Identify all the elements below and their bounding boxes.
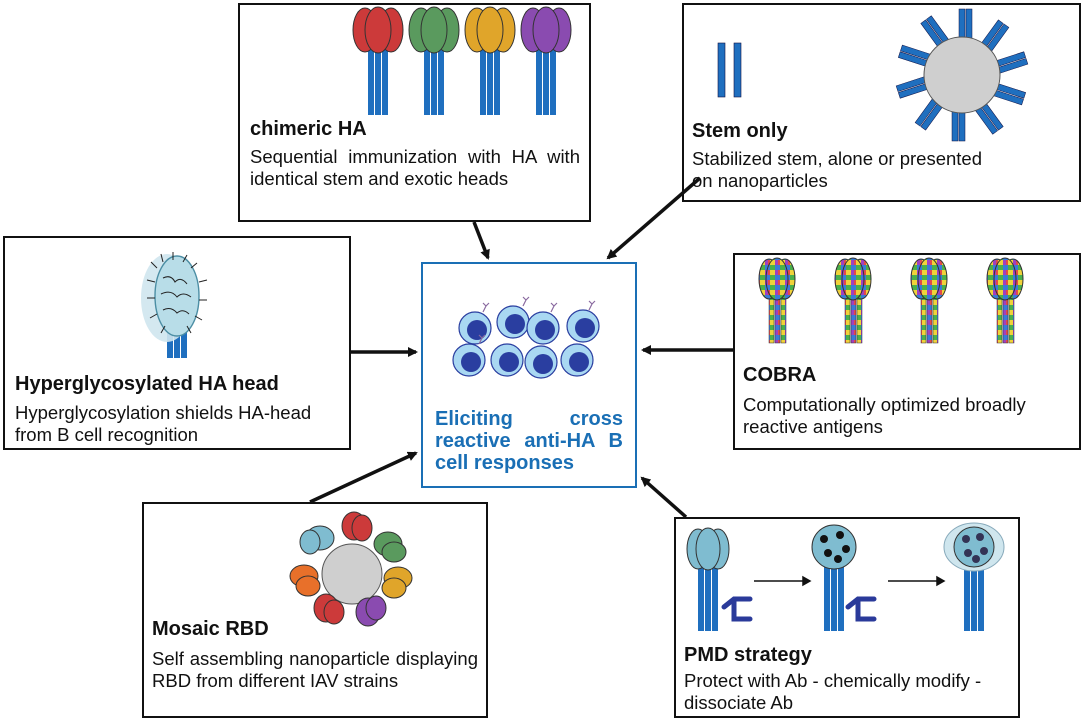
arrow-2-icon [888,575,946,587]
arrow-1-icon [754,575,812,587]
stem-only-panel: Stem only Stabilized stem, alone or pres… [682,3,1081,202]
rbd-red-2-icon [313,593,345,625]
cobra-antigen-2-icon [834,257,872,344]
chimeric-ha-title: chimeric HA [250,118,367,140]
ha-trimer-teal-icon [686,527,730,631]
center-goal-panel: Eliciting cross reactive anti-HA B cell … [421,262,637,488]
cobra-antigen-3-icon [910,257,948,344]
nanoparticle-icon [895,8,1029,142]
rbd-green-icon [373,531,407,563]
mosaic-rbd-title: Mosaic RBD [152,618,269,640]
pmd-strategy-description: Protect with Ab - chemically modify - di… [684,670,982,713]
mosaic-nanoparticle-icon [289,511,413,627]
hyperglycosylated-title: Hyperglycosylated HA head [15,373,279,395]
cobra-title: COBRA [743,364,817,386]
chimeric-ha-description: Sequential immunization with HA with ide… [250,146,580,189]
modified-ha-icon [811,524,857,631]
mosaic-rbd-panel: Mosaic RBD Self assembling nanoparticle … [142,502,488,718]
antibody-2-icon [845,596,877,622]
chimeric-ha-trimers-icon [352,6,572,115]
cobra-antigen-1-icon [758,257,796,344]
hyperglycosylated-description: Hyperglycosylation shields HA-head from … [15,402,312,445]
stem-only-icon [717,8,1029,142]
b-cells-icon [452,296,600,379]
pmd-process-icon [686,522,1005,631]
stem-only-description: Stabilized stem, alone or presented on n… [692,148,983,191]
glycan-shield-icon [141,252,208,358]
antibody-icon [721,596,753,622]
final-ha-icon [943,522,1005,631]
center-goal-text: Eliciting cross reactive anti-HA B cell … [435,408,623,474]
stem-only-title: Stem only [692,120,788,142]
chimeric-ha-panel: chimeric HA Sequential immunization with… [238,3,591,222]
rbd-purple-icon [355,595,387,627]
arrow-mosaic [309,451,418,504]
ha-trimer-red-icon [352,6,404,115]
cobra-panel: COBRA Computationally optimized broadly … [733,253,1081,450]
cobra-antigen-4-icon [986,257,1024,344]
ha-trimer-yellow-icon [464,6,516,115]
arrow-pmd [640,476,688,519]
rbd-teal-icon [299,525,335,555]
ha-trimer-green-icon [408,6,460,115]
hyperglycosylated-panel: Hyperglycosylated HA head Hyperglycosyla… [3,236,351,450]
rbd-orange-icon [289,564,321,597]
arrow-chimeric [472,221,490,260]
cobra-description: Computationally optimized broadly reacti… [743,394,1026,437]
rbd-red-icon [341,511,373,542]
pmd-strategy-panel: PMD strategy Protect with Ab - chemicall… [674,517,1020,718]
mosaic-rbd-description: Self assembling nanoparticle displaying … [152,648,478,691]
ha-trimer-purple-icon [520,6,572,115]
pmd-strategy-title: PMD strategy [684,644,812,666]
rbd-yellow-icon [381,566,413,599]
stem-icon [717,42,726,98]
cobra-antigens-icon [758,257,1024,344]
b-cell-icon [458,311,492,345]
